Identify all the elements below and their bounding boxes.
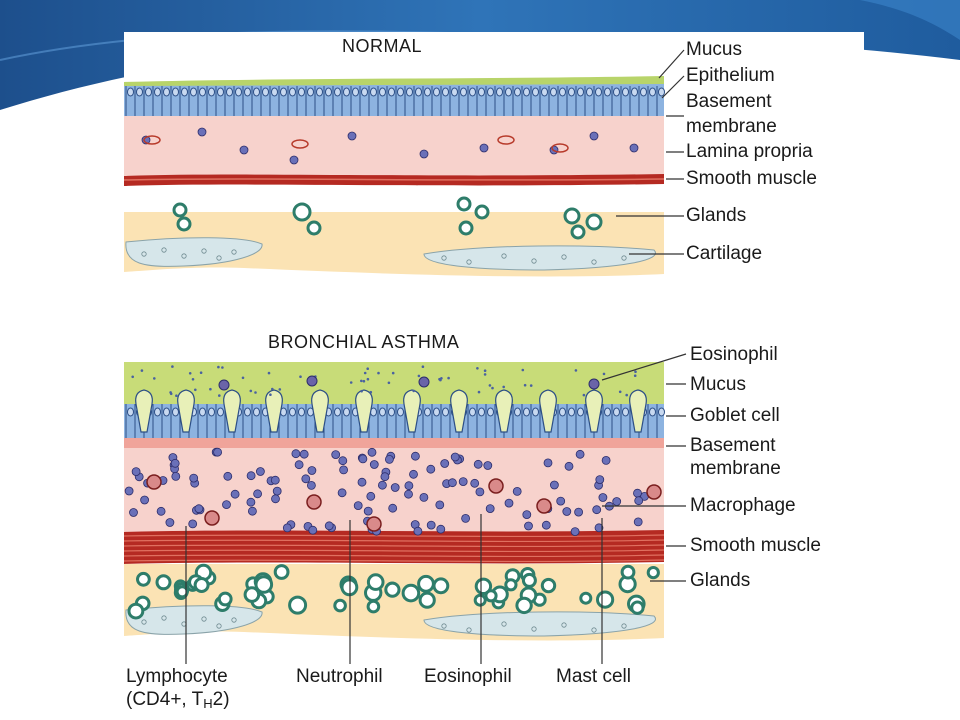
label-normal-cartilage: Cartilage <box>686 243 763 264</box>
label-normal-basement-1: Basement <box>686 91 772 112</box>
label-asthma-basement-2: membrane <box>690 458 781 479</box>
label-lymphocyte-subtype: (CD4+, TH2) <box>126 689 230 711</box>
label-asthma-basement-1: Basement <box>690 435 776 456</box>
label-normal-mucus: Mucus <box>686 39 742 60</box>
label-asthma-mucus: Mucus <box>690 374 746 395</box>
asthma-comparison-figure: NORMAL BRONCHIAL ASTHMA Mucus Epithelium… <box>124 32 864 720</box>
asthma-epithelium <box>124 400 664 438</box>
label-asthma-macrophage: Macrophage <box>690 495 796 516</box>
label-asthma-glands: Glands <box>690 570 751 591</box>
normal-lamina-propria <box>124 114 664 180</box>
normal-cartilage-right <box>423 245 656 271</box>
asthma-mucus <box>124 362 664 404</box>
normal-cartilage-left <box>125 237 263 267</box>
asthma-cartilage-left <box>125 605 263 635</box>
normal-mucus <box>124 76 664 86</box>
tissue-illustration <box>124 49 687 664</box>
normal-panel <box>124 76 665 277</box>
label-normal-epithelium: Epithelium <box>686 65 775 86</box>
normal-title: NORMAL <box>342 36 423 56</box>
label-mast-cell: Mast cell <box>556 666 631 687</box>
asthma-panel <box>124 362 665 641</box>
label-asthma-goblet-cell: Goblet cell <box>690 405 780 426</box>
label-normal-glands: Glands <box>686 205 747 226</box>
label-normal-smooth-muscle: Smooth muscle <box>686 168 817 189</box>
label-asthma-eosinophil: Eosinophil <box>690 344 778 365</box>
label-normal-lamina-propria: Lamina propria <box>686 141 813 162</box>
asthma-title: BRONCHIAL ASTHMA <box>268 332 460 352</box>
label-asthma-smooth-muscle: Smooth muscle <box>690 535 821 556</box>
normal-epithelium <box>124 82 664 116</box>
asthma-basement-membrane <box>124 436 664 448</box>
label-neutrophil: Neutrophil <box>296 666 383 687</box>
leader-lines <box>185 49 687 664</box>
label-normal-basement-2: membrane <box>686 116 777 137</box>
label-lymphocyte: Lymphocyte <box>126 666 228 687</box>
asthma-cartilage-right <box>423 611 656 637</box>
label-bottom-eosinophil: Eosinophil <box>424 666 512 687</box>
